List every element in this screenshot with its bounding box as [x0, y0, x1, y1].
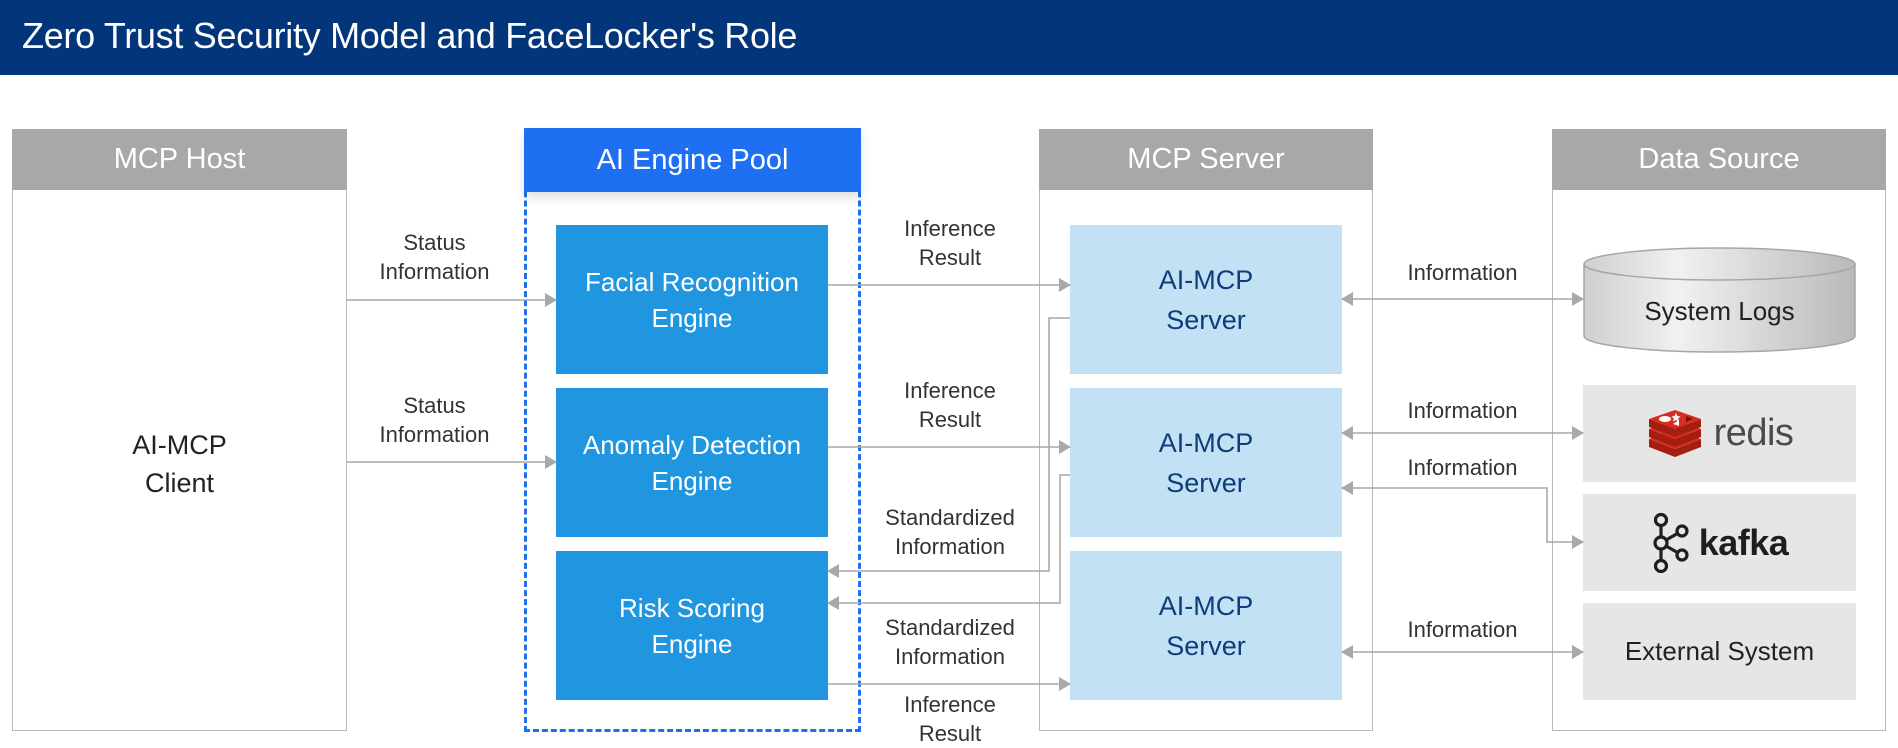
kafka-label: kafka — [1698, 521, 1789, 563]
server-label: Server — [1166, 304, 1246, 335]
external-system-item[interactable]: External System — [1583, 603, 1856, 700]
ai-engine-pool: AI Engine Pool — [524, 128, 861, 732]
info-label-2: Information — [1407, 398, 1518, 423]
label-line: Result — [918, 721, 982, 746]
kafka-item[interactable]: kafka — [1583, 494, 1856, 591]
engine-label: Facial Recognition — [585, 266, 799, 297]
label-line: Information — [379, 422, 490, 447]
standardized-arrow-2 — [827, 474, 1070, 610]
label-line: Information — [894, 644, 1006, 669]
label-line: Standardized — [885, 505, 1015, 530]
kafka-logo-icon — [1653, 512, 1689, 573]
mcp-host-header: MCP Host — [12, 129, 347, 190]
standardized-arrow-1 — [827, 317, 1070, 578]
server-label: Server — [1166, 467, 1246, 498]
system-logs-item[interactable]: System Logs — [1583, 246, 1856, 354]
database-cylinder-icon — [1583, 247, 1856, 353]
server-label: Server — [1166, 630, 1246, 661]
label-line: Status — [403, 393, 466, 418]
ai-mcp-client[interactable]: AI-MCP Client — [13, 426, 346, 502]
label-line: Result — [918, 407, 982, 432]
info-label-4: Information — [1407, 617, 1518, 642]
label-line: Status — [403, 230, 466, 255]
client-line2: Client — [144, 468, 215, 498]
ai-mcp-server-2[interactable]: AI-MCP Server — [1070, 388, 1342, 537]
data-source-header: Data Source — [1552, 129, 1886, 190]
label-line: Standardized — [885, 615, 1015, 640]
mcp-host-column: MCP Host AI-MCP Client — [12, 129, 347, 731]
mcp-server-header: MCP Server — [1039, 129, 1373, 190]
engine-label: Risk Scoring — [619, 592, 765, 623]
ai-mcp-server-3[interactable]: AI-MCP Server — [1070, 551, 1342, 700]
info-label-1: Information — [1407, 260, 1518, 285]
engine-label: Engine — [651, 302, 733, 333]
ai-mcp-server-1[interactable]: AI-MCP Server — [1070, 225, 1342, 374]
engine-label: Engine — [651, 628, 733, 659]
engine-label: Anomaly Detection — [582, 429, 802, 460]
label-line: Inference — [904, 692, 996, 717]
external-system-label: External System — [1624, 636, 1815, 666]
label-line: Information — [379, 259, 490, 284]
client-line1: AI-MCP — [132, 430, 227, 460]
redis-logo-icon — [1648, 409, 1701, 457]
info-arrow-3 — [1341, 481, 1584, 549]
label-line: Inference — [904, 216, 996, 241]
server-label: AI-MCP — [1158, 427, 1254, 458]
system-logs-label: System Logs — [1644, 296, 1795, 326]
title-bar: Zero Trust Security Model and FaceLocker… — [0, 0, 1898, 75]
label-line: Result — [918, 245, 982, 270]
label-line: Inference — [904, 378, 996, 403]
server-label: AI-MCP — [1158, 264, 1254, 295]
ai-engine-pool-header: AI Engine Pool — [524, 128, 861, 192]
page-title: Zero Trust Security Model and FaceLocker… — [22, 15, 798, 56]
engine-label: Engine — [651, 465, 733, 496]
redis-item[interactable]: redis — [1583, 385, 1856, 482]
label-line: Information — [894, 534, 1006, 559]
info-label-3: Information — [1407, 455, 1518, 480]
server-label: AI-MCP — [1158, 590, 1254, 621]
redis-label: redis — [1713, 412, 1794, 454]
